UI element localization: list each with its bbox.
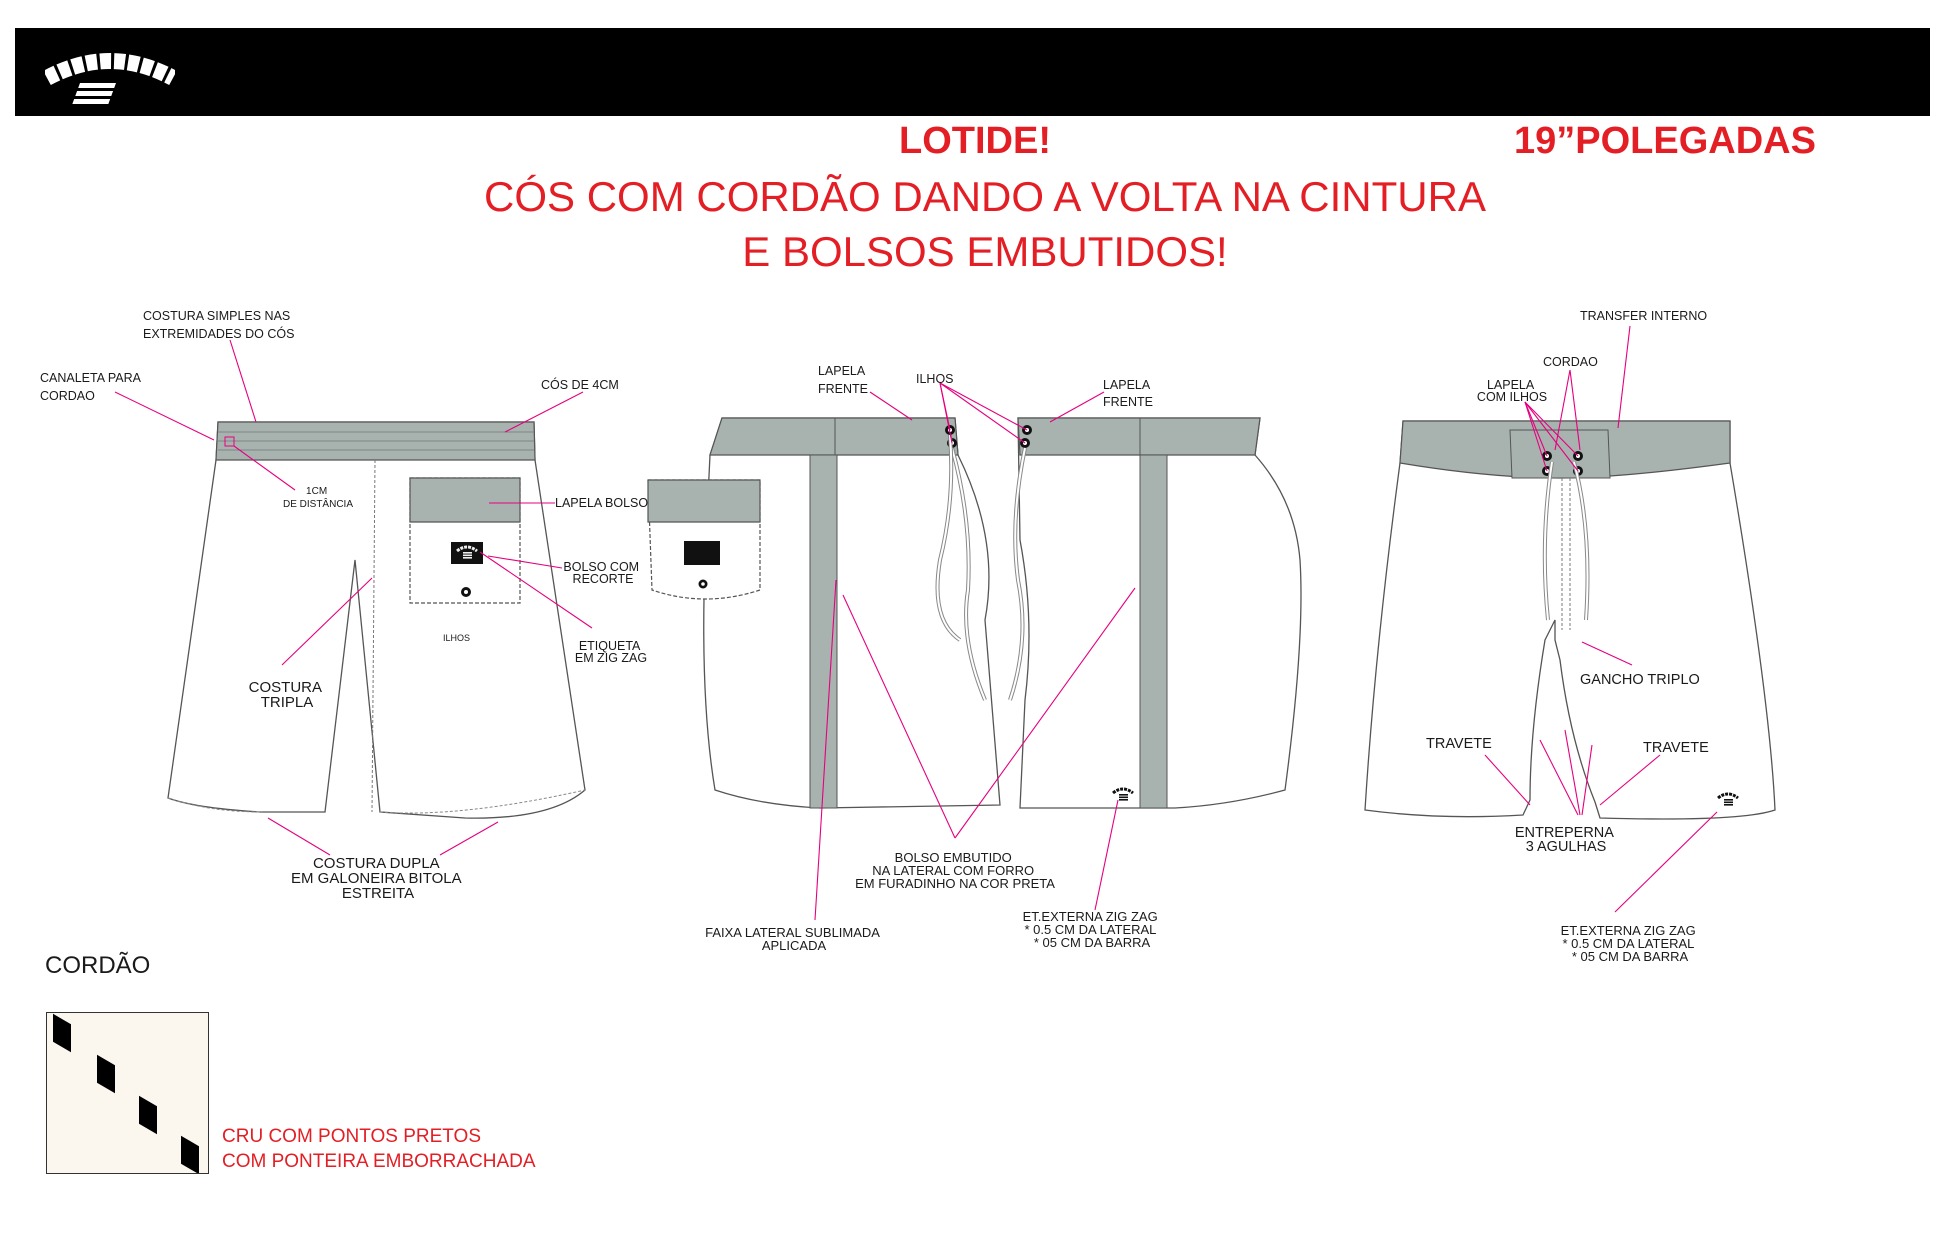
- label-ilhos-back: ILHOS: [443, 633, 470, 643]
- label-cos: CÓS DE 4CM: [541, 377, 619, 392]
- lot-title: LOTIDE!: [899, 120, 1051, 162]
- label-costura-tripla-1: COSTURA: [249, 679, 322, 696]
- label-lapela-frente-right-1: LAPELA: [1103, 378, 1151, 392]
- svg-text:FAIXA LATERAL SUBLIMADA: FAIXA LATERAL SUBLIMADA APLICADA: [705, 925, 883, 953]
- label-transfer: TRANSFER INTERNO: [1580, 309, 1707, 323]
- label-et-externa-side-3: * 05 CM DA BARRA: [1034, 935, 1151, 950]
- svg-text:CANALETA PARA CORDAO: CANALETA PARA CORDAO: [40, 371, 144, 403]
- cord-note-line-2: COM PONTEIRA EMBORRACHADA: [222, 1151, 536, 1172]
- label-bolso-recorte-1: BOLSO COM: [563, 560, 639, 574]
- label-entreperna-1: ENTREPERNA: [1515, 825, 1614, 841]
- label-bolso-embutido-3: EM FURADINHO NA COR PRETA: [855, 876, 1055, 891]
- svg-text:LAPELA FRENTE: LAPELA FRENTE: [1103, 378, 1153, 409]
- size-title: 19”POLEGADAS: [1514, 120, 1816, 162]
- label-et-externa-front-3: * 05 CM DA BARRA: [1572, 949, 1689, 964]
- side-stripe-right: [1139, 454, 1168, 809]
- label-canaleta-1: CANALETA PARA: [40, 371, 142, 385]
- description-line-2: E BOLSOS EMBUTIDOS!: [742, 228, 1228, 275]
- back-pocket-flap: [409, 477, 521, 523]
- svg-text:LAPELA FRENTE: LAPELA FRENTE: [818, 364, 868, 396]
- label-bolso-embutido-2: NA LATERAL COM FORRO: [872, 863, 1034, 878]
- svg-text:ET.EXTERNA ZIG ZAG * 0.5: ET.EXTERNA ZIG ZAG * 0.5 CM DA LATERAL *…: [1023, 909, 1162, 950]
- label-et-externa-side-1: ET.EXTERNA ZIG ZAG: [1023, 909, 1158, 924]
- label-ilhos-side: ILHOS: [916, 372, 954, 386]
- side-view: LAPELA FRENTE ILHOS LAPELA FRENTE BOLSO …: [647, 364, 1302, 953]
- svg-text:COSTURA TRIPLA: COSTURA TRIPLA: [249, 679, 326, 711]
- svg-text:BOLSO COM RECORTE: BOLSO COM RECORTE: [563, 560, 642, 586]
- label-distancia-1: 1CM: [306, 486, 327, 497]
- label-costura-dupla-2: EM GALONEIRA BITOLA: [291, 870, 462, 887]
- label-costura-dupla-3: ESTREITA: [342, 885, 414, 902]
- svg-text:LAPELA COM ILHOS: LAPELA COM ILHOS: [1477, 378, 1547, 404]
- label-lapela-bolso: LAPELA BOLSO: [555, 496, 648, 510]
- label-bolso-recorte-2: RECORTE: [573, 572, 634, 586]
- label-bolso-embutido-1: BOLSO EMBUTIDO: [895, 850, 1012, 865]
- back-view: COSTURA SIMPLES NAS EXTREMIDADES DO CÓS …: [40, 309, 648, 902]
- label-lapela-frente-right-2: FRENTE: [1103, 395, 1153, 409]
- svg-text:COSTURA SIMPLES NAS EXTR: COSTURA SIMPLES NAS EXTREMIDADES DO CÓS: [143, 309, 294, 341]
- svg-text:COSTURA DUPLA EM GALONEI: COSTURA DUPLA EM GALONEIRA BITOLA ESTREI…: [291, 855, 465, 902]
- label-costura-simples-2: EXTREMIDADES DO CÓS: [143, 326, 294, 341]
- label-costura-dupla-1: COSTURA DUPLA: [313, 855, 440, 872]
- cord-dot: [97, 1054, 115, 1094]
- label-et-externa-front-1: ET.EXTERNA ZIG ZAG: [1561, 923, 1696, 938]
- label-etiqueta-1: ETIQUETA: [579, 639, 641, 653]
- svg-text:ETIQUETA EM ZIG ZAG: ETIQUETA EM ZIG ZAG: [575, 639, 647, 665]
- label-costura-tripla-2: TRIPLA: [261, 694, 314, 711]
- label-lapela-frente-left-1: LAPELA: [818, 364, 866, 378]
- back-shorts-outline: [167, 421, 586, 819]
- label-gancho-triplo: GANCHO TRIPLO: [1580, 672, 1700, 688]
- label-entreperna-2: 3 AGULHAS: [1526, 839, 1607, 855]
- svg-text:ENTREPERNA 3 AGULHAS: ENTREPERNA 3 AGULHAS: [1515, 825, 1617, 855]
- description-line-1: CÓS COM CORDÃO DANDO A VOLTA NA CINTURA: [484, 173, 1486, 220]
- label-costura-simples-1: COSTURA SIMPLES NAS: [143, 309, 290, 323]
- label-faixa-lateral-2: APLICADA: [762, 938, 827, 953]
- label-distancia-2: DE DISTÂNCIA: [283, 497, 353, 510]
- cord-dot: [53, 1013, 71, 1053]
- front-view: TRANSFER INTERNO CORDAO LAPELA COM ILHOS…: [1364, 309, 1776, 964]
- label-lapela-frente-left-2: FRENTE: [818, 382, 868, 396]
- label-travete-right: TRAVETE: [1643, 740, 1709, 756]
- label-faixa-lateral-1: FAIXA LATERAL SUBLIMADA: [705, 925, 880, 940]
- billabong-logo: [45, 53, 175, 104]
- label-lapela-ilhos-1: LAPELA: [1487, 378, 1535, 392]
- label-cordao: CORDAO: [1543, 355, 1598, 369]
- label-canaleta-2: CORDAO: [40, 389, 95, 403]
- cord-dot: [181, 1135, 199, 1173]
- label-travete-left: TRAVETE: [1426, 736, 1492, 752]
- label-etiqueta-2: EM ZIG ZAG: [575, 651, 647, 665]
- header-bar: [15, 28, 1930, 116]
- cord-swatch: [46, 1012, 209, 1174]
- label-lapela-ilhos-2: COM ILHOS: [1477, 390, 1547, 404]
- label-et-externa-side-2: * 0.5 CM DA LATERAL: [1024, 922, 1156, 937]
- cord-note-line-1: CRU COM PONTOS PRETOS: [222, 1126, 481, 1147]
- label-et-externa-front-2: * 0.5 CM DA LATERAL: [1562, 936, 1694, 951]
- cord-dot: [139, 1095, 157, 1135]
- svg-text:BOLSO EMBUTIDO NA LATERA: BOLSO EMBUTIDO NA LATERAL COM FORRO EM F…: [855, 850, 1055, 891]
- svg-text:ET.EXTERNA ZIG ZAG * 0.5: ET.EXTERNA ZIG ZAG * 0.5 CM DA LATERAL *…: [1561, 923, 1700, 964]
- cordao-title: CORDÃO: [45, 952, 151, 979]
- svg-text:1CM DE DISTÂNCIA: 1CM DE DISTÂNCIA: [283, 486, 353, 510]
